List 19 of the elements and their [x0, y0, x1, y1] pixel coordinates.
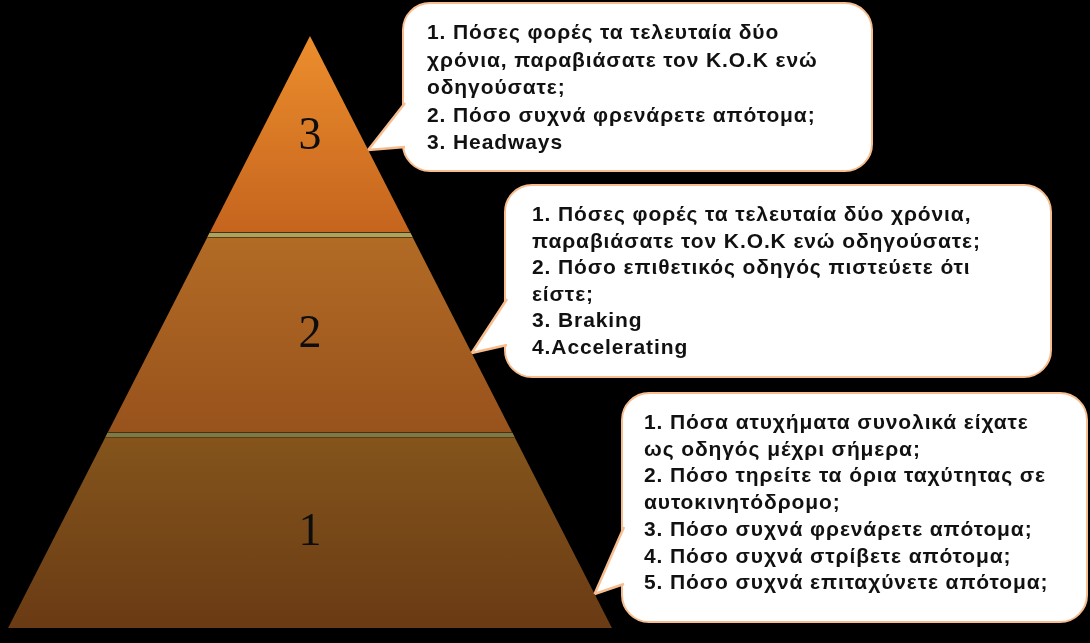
question-text: 2. Πόσο επιθετικός οδηγός πιστεύετε ότι είστε;: [532, 254, 972, 307]
speech-bubble: [621, 392, 1088, 623]
question-text: 1. Πόσες φορές τα τελευταία δύο χρόνια, παραβιάσατε τον Κ.Ο.Κ ενώ οδηγούσατε;: [532, 201, 982, 254]
question-text: 3. Headways: [427, 129, 564, 155]
speech-bubble: [504, 184, 1052, 378]
speech-bubble: [402, 2, 873, 172]
question-text: 1. Πόσα ατυχήματα συνολικά είχατε ως οδηγός μέχρι σήμερα;: [644, 409, 1030, 462]
question-text: 3. Braking: [532, 307, 644, 333]
callout-tail: [592, 525, 626, 597]
question-text: 5. Πόσο συχνά επιταχύνετε απότομα;: [644, 569, 1050, 596]
question-text: 2. Πόσο τηρείτε τα όρια ταχύτητας σε αυτοκινητόδρομο;: [644, 462, 1047, 516]
question-text: 1. Πόσες φορές τα τελευταία δύο χρόνια, παραβιάσατε τον Κ.Ο.Κ ενώ οδηγούσατε;: [427, 19, 819, 100]
question-text: 4.Accelerating: [532, 333, 690, 360]
question-text: 4. Πόσο συχνά στρίβετε απότομα;: [644, 542, 1013, 569]
tier-number: 1: [298, 507, 322, 553]
tier-number: 2: [298, 309, 322, 355]
tier-number: 3: [298, 111, 322, 157]
question-text: 2. Πόσο συχνά φρενάρετε απότομα;: [427, 101, 817, 128]
question-text: 3. Πόσο συχνά φρενάρετε απότομα;: [644, 515, 1034, 542]
